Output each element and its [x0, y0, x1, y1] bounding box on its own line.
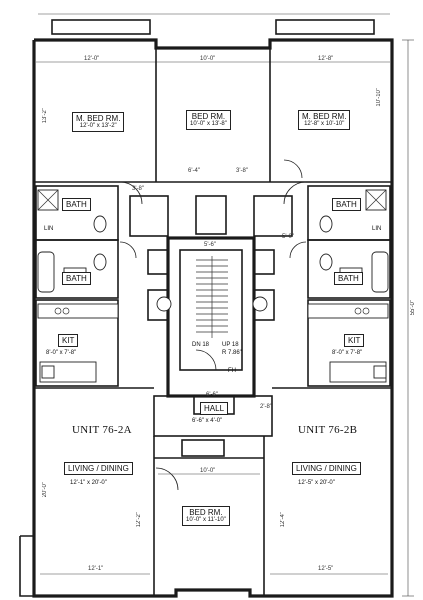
dim-20-0: 20'-0" — [42, 482, 48, 498]
stair-core — [166, 236, 256, 398]
stair-dn: DN 18 — [192, 342, 210, 348]
room-name: BED RM. — [189, 508, 223, 517]
stair-riser: R 7.86" — [222, 350, 242, 356]
bath-right-lower-room — [307, 239, 391, 299]
dim-5-6: 5'-6" — [204, 242, 216, 248]
room-name: KIT — [62, 336, 75, 345]
room-label-hall: HALL — [200, 402, 229, 415]
dim-6-4: 6'-4" — [188, 168, 200, 174]
lin-right: LIN — [372, 226, 382, 232]
fire-hose: FH — [228, 368, 236, 374]
room-label-bath-left-upper: BATH — [62, 198, 91, 211]
room-label-bath-right-upper: BATH — [332, 198, 361, 211]
room-size: 12'-8" x 10'-10" — [304, 121, 345, 127]
dim-12-4: 12'-4" — [280, 512, 286, 528]
unit-label-left: UNIT 76-2A — [72, 424, 132, 436]
dim-bottom-right: 12'-5" — [318, 566, 334, 572]
dim-overall-height: 55'-0" — [410, 300, 416, 316]
room-size-kit-right: 8'-0" x 7'-8" — [332, 350, 363, 356]
stair-up: UP 18 — [222, 342, 239, 348]
dim-top-right: 12'-8" — [318, 56, 334, 62]
room-label-bed-center: BED RM. 10'-0" x 13'-8" — [186, 110, 231, 130]
dim-12-2: 12'-2" — [136, 512, 142, 528]
dim-bottom-left: 12'-1" — [88, 566, 104, 572]
room-size-kit-left: 8'-0" x 7'-8" — [46, 350, 77, 356]
dim-5-0: 5'-0" — [282, 234, 294, 240]
dim-13-2: 13'-2" — [42, 108, 48, 124]
room-name: BED RM. — [191, 112, 226, 121]
top-window-left — [51, 19, 151, 35]
room-size: 10'-0" x 11'-10" — [186, 517, 226, 523]
room-size-living-right: 12'-5" x 20'-0" — [298, 480, 335, 486]
room-label-bed-bottom: BED RM. 10'-0" x 11'-10" — [182, 506, 230, 526]
room-label-bath-right-lower: BATH — [334, 272, 363, 285]
room-label-living-left: LIVING / DINING — [64, 462, 133, 475]
room-name: KIT — [348, 336, 361, 345]
dim-top-mid: 10'-0" — [200, 56, 216, 62]
room-label-mbed-right: M. BED RM. 12'-8" x 10'-10" — [298, 110, 351, 130]
top-window-right — [275, 19, 375, 35]
dim-2-8: 2'-8" — [260, 404, 272, 410]
kitchen-left-room — [35, 299, 119, 387]
dim-3-8b: 3'-8" — [236, 168, 248, 174]
room-size: 12'-0" x 13'-2" — [79, 123, 117, 129]
dim-bottom-mid: 10'-0" — [200, 468, 216, 474]
room-size-living-left: 12'-1" x 20'-0" — [70, 480, 107, 486]
room-label-living-right: LIVING / DINING — [292, 462, 361, 475]
unit-label-right: UNIT 76-2B — [298, 424, 358, 436]
room-label-kit-left: KIT — [58, 334, 79, 347]
dim-6-6: 6'-6" — [206, 392, 218, 398]
room-name: M. BED RM. — [76, 114, 121, 123]
dim-3-8: 3'-8" — [132, 186, 144, 192]
room-label-kit-right: KIT — [344, 334, 365, 347]
room-label-mbed-left: M. BED RM. 12'-0" x 13'-2" — [72, 112, 125, 132]
dim-top-left: 12'-0" — [84, 56, 100, 62]
kitchen-right-room — [307, 299, 391, 387]
dim-10-10: 10'-10" — [376, 88, 382, 107]
room-size-hall: 6'-6" x 4'-0" — [192, 418, 223, 424]
lin-left: LIN — [44, 226, 54, 232]
room-size: 10'-0" x 13'-8" — [190, 121, 227, 127]
bath-left-lower-room — [35, 239, 119, 299]
room-label-bath-left-lower: BATH — [62, 272, 91, 285]
room-name: M. BED RM. — [302, 112, 347, 121]
